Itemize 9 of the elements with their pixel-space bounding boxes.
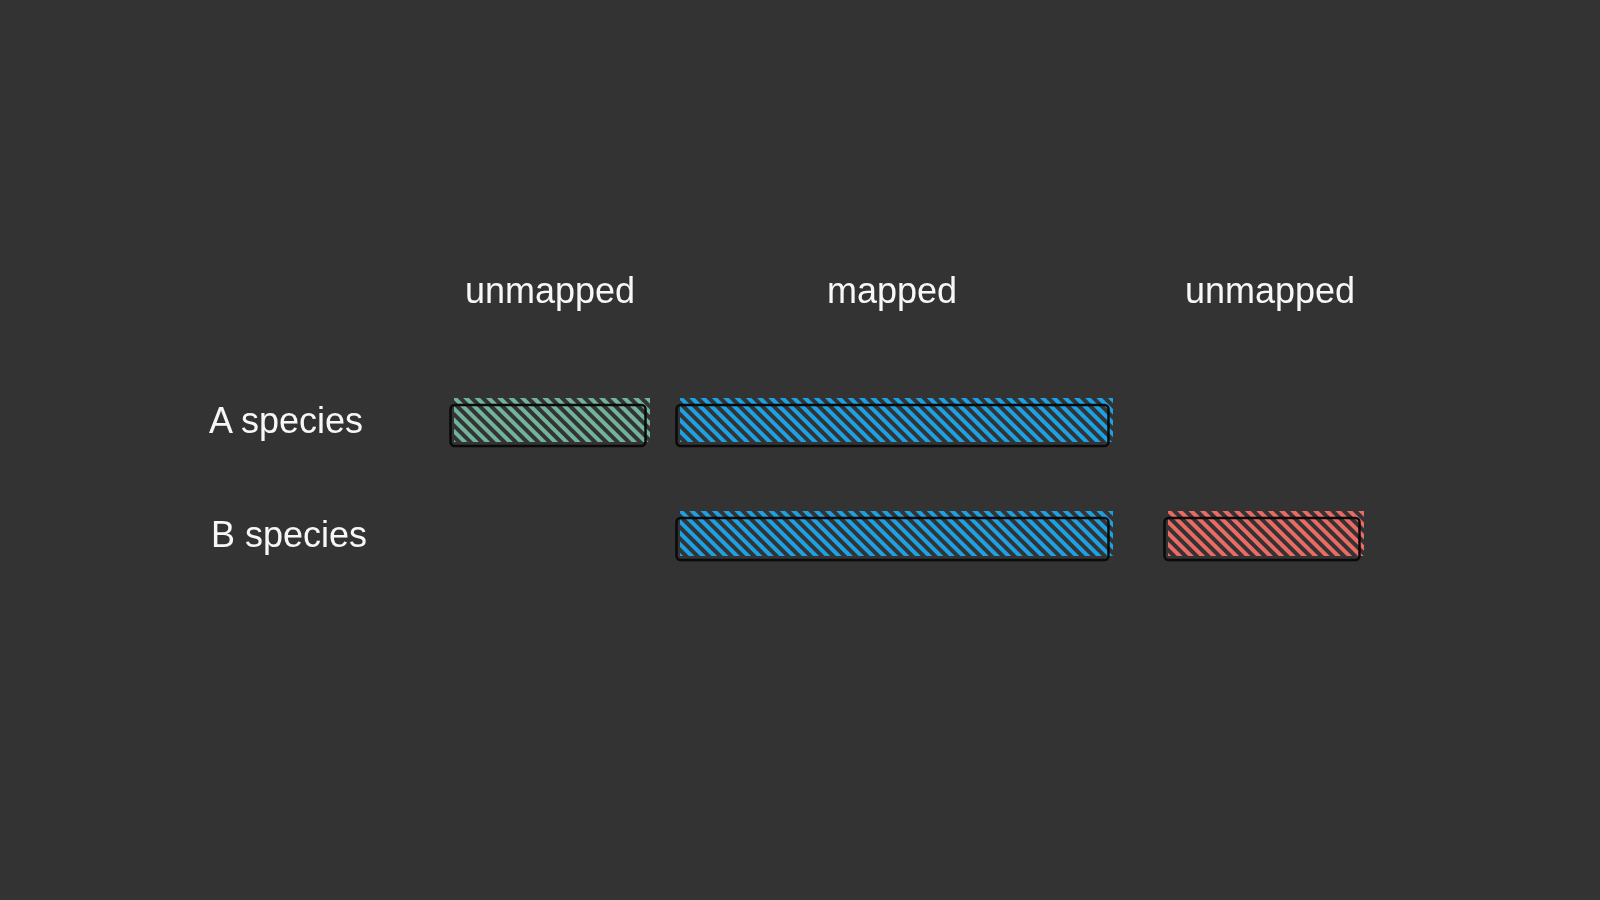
hatched-bar <box>1163 511 1366 562</box>
column-heading: mapped <box>826 270 958 312</box>
column-heading: unmapped <box>1184 270 1356 312</box>
row-label: A species <box>208 400 364 442</box>
hatched-bar <box>675 511 1115 562</box>
row-label: B species <box>210 514 368 556</box>
hatched-bar <box>675 398 1115 448</box>
column-heading: unmapped <box>464 270 636 312</box>
hatched-bar <box>449 398 652 448</box>
